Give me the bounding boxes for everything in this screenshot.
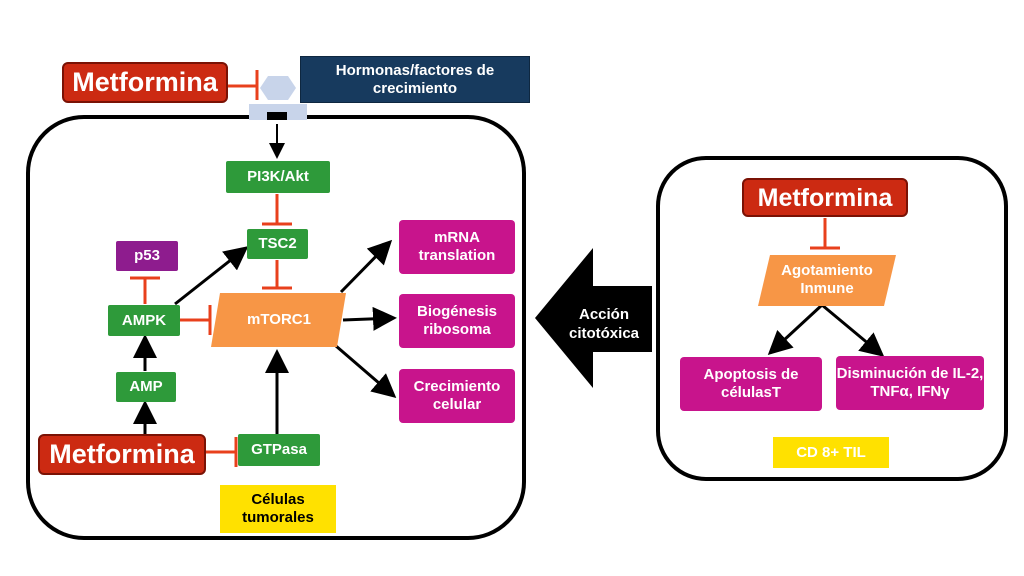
metformina-bottom-box: Metformina	[38, 434, 206, 475]
ribosome-biogenesis-box: Biogénesis ribosoma	[399, 294, 515, 348]
ampk-node: AMPK	[108, 305, 180, 336]
cd8-til-label: CD 8+ TIL	[773, 437, 889, 468]
immune-exhaustion-node: Agotamiento Inmune	[781, 262, 873, 297]
metformina-right-box: Metformina	[742, 178, 908, 217]
mrna-translation-box: mRNA translation	[399, 220, 515, 274]
hormones-growth-factors-box: Hormonas/factores de crecimiento	[300, 56, 530, 103]
cell-growth-box: Crecimiento celular	[399, 369, 515, 423]
p53-node: p53	[116, 241, 178, 271]
t-cell-apoptosis-box: Apoptosis de célulasT	[680, 357, 822, 411]
mtorc1-node: mTORC1	[247, 311, 311, 328]
amp-node: AMP	[116, 372, 176, 402]
tumor-cells-label: Células tumorales	[220, 485, 336, 533]
cytotoxic-action-label: Acción citotóxica	[568, 306, 640, 342]
gtpasa-node: GTPasa	[238, 434, 320, 466]
tsc2-node: TSC2	[247, 229, 308, 259]
cytokine-decrease-box: Disminución de IL-2, TNFα, IFNγ	[836, 356, 984, 410]
pi3k-akt-node: PI3K/Akt	[226, 161, 330, 193]
metformina-top-box: Metformina	[62, 62, 228, 103]
